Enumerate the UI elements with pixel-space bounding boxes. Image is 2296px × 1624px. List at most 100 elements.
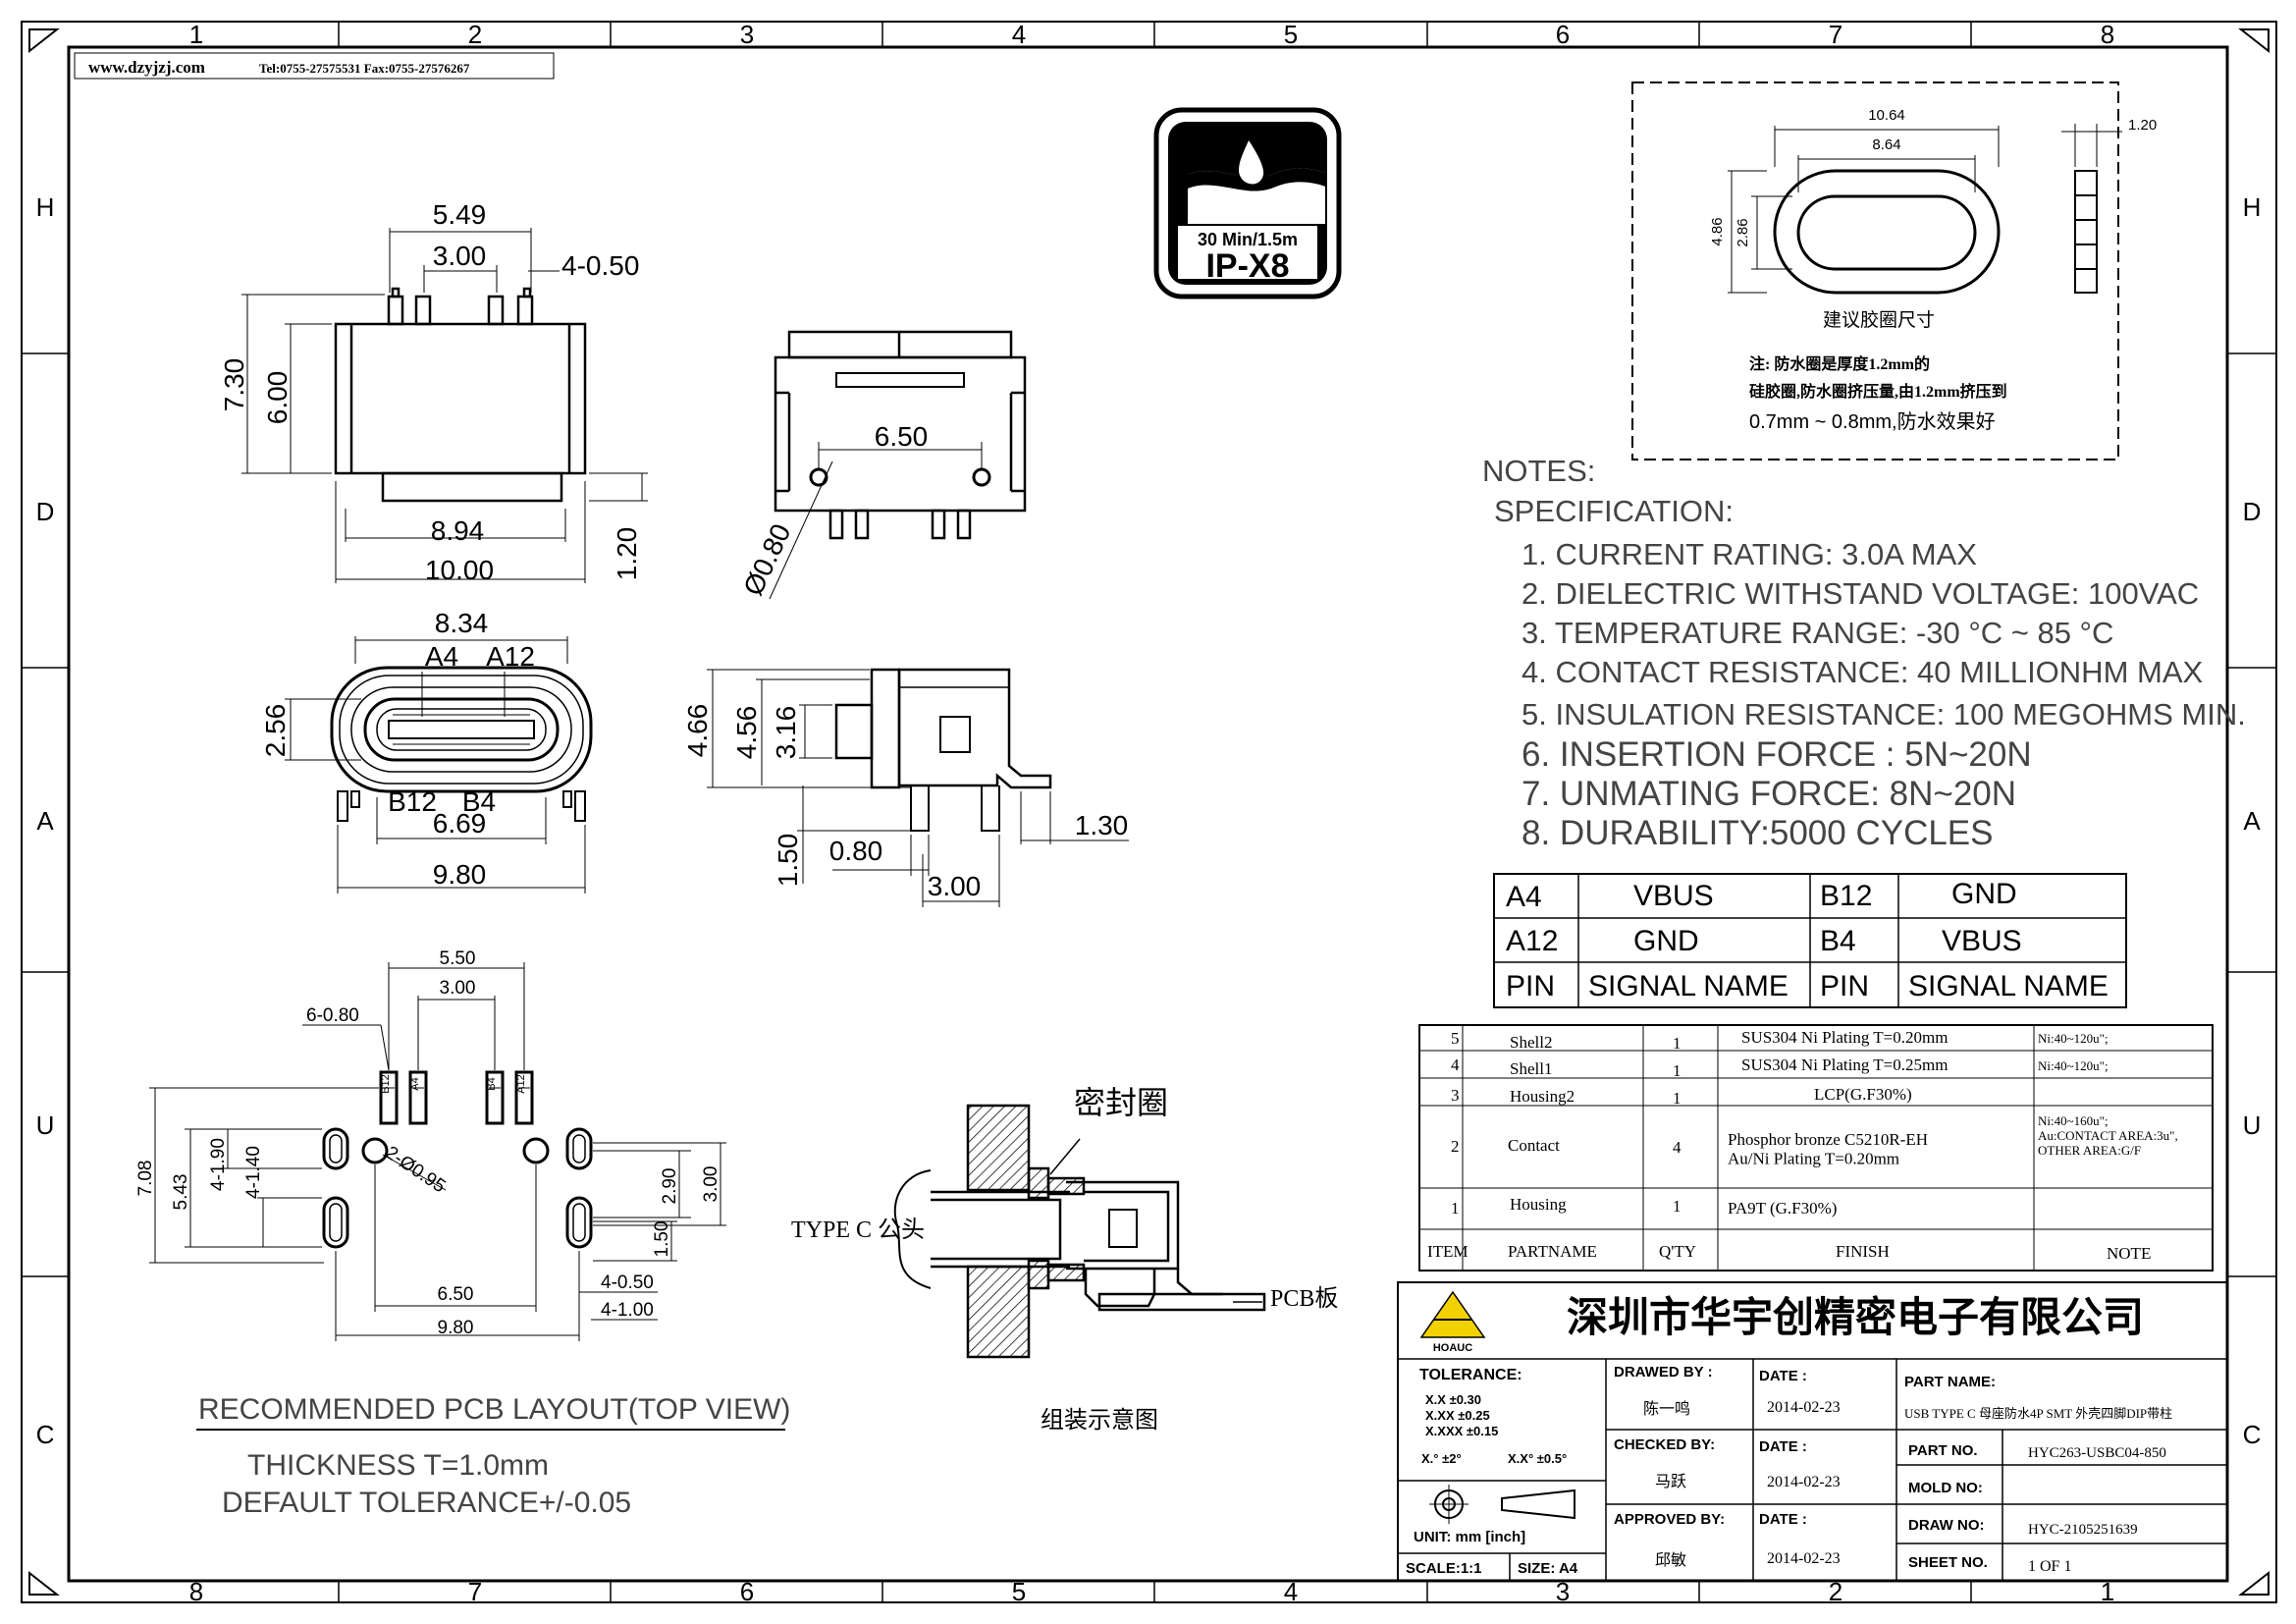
note-item: 4. CONTACT RESISTANCE: 40 MILLIONHM MAX (1522, 655, 2204, 689)
grid-number: 1 (2101, 1577, 2114, 1606)
header-box (74, 52, 555, 80)
grid-number: 8 (189, 1577, 203, 1606)
top-view (774, 330, 1027, 540)
date-label: DATE : (1759, 1368, 1807, 1384)
note-item: 7. UNMATING FORCE: 8N~20N (1522, 775, 2016, 813)
dim-label: 4-0.50 (601, 1272, 654, 1293)
seal-label: 密封圈 (1074, 1085, 1168, 1120)
gasket-dim: 1.20 (2128, 117, 2157, 134)
part-name: USB TYPE C 母座防水4P SMT 外壳四脚DIP带柱 (1904, 1406, 2172, 1421)
dim-label: 2.56 (260, 704, 291, 758)
dim-label: 5.43 (171, 1174, 191, 1211)
scale: SCALE:1:1 (1406, 1560, 1482, 1577)
bom-cell: 5 (1451, 1029, 1460, 1048)
pin-label: A4 (425, 641, 458, 672)
dim-label: 7.30 (219, 358, 249, 412)
tolerance-label: TOLERANCE: (1419, 1367, 1522, 1383)
pcb-tolerance: DEFAULT TOLERANCE+/-0.05 (222, 1487, 631, 1519)
pin-cell: SIGNAL NAME (1588, 970, 1789, 1002)
part-no-label: PART NO. (1908, 1442, 1978, 1459)
dim-label: 3.16 (771, 706, 801, 760)
dim-label: 4-1.40 (243, 1146, 264, 1199)
pin-cell: VBUS (1633, 880, 1714, 912)
bom-header: FINISH (1836, 1242, 1890, 1261)
grid-number: 1 (189, 20, 203, 49)
outer-frame (21, 21, 2277, 1603)
grid-number: 6 (740, 1577, 754, 1606)
dim-label: 6-0.80 (306, 1005, 359, 1026)
front-view-dims (241, 228, 648, 583)
note-item: 8. DURABILITY:5000 CYCLES (1522, 814, 1994, 852)
dim-label: 2.90 (660, 1168, 680, 1205)
pcb-thickness: THICKNESS T=1.0mm (247, 1449, 549, 1482)
gasket-caption: 建议胶圈尺寸 (1823, 309, 1935, 331)
bom-cell: Shell1 (1510, 1059, 1552, 1078)
pin-cell: GND (1951, 878, 2017, 910)
pin-label: B12 (380, 1074, 392, 1094)
notes-subtitle: SPECIFICATION: (1494, 494, 1734, 528)
note-item: 6. INSERTION FORCE : 5N~20N (1522, 735, 2032, 774)
grid-number: 4 (1012, 20, 1026, 49)
dim-label: 6.00 (262, 371, 293, 425)
grid-number: 5 (1284, 20, 1298, 49)
mold-no-label: MOLD NO: (1908, 1480, 1983, 1496)
dim-label: 4-0.50 (561, 250, 639, 281)
gasket-dim: 2.86 (1735, 218, 1751, 246)
pin-label: A4 (409, 1077, 421, 1090)
approved-by-label: APPROVED BY: (1614, 1511, 1725, 1528)
note-item: 5. INSULATION RESISTANCE: 100 MEGOHMS MI… (1522, 697, 2246, 731)
pin-label: A12 (515, 1074, 527, 1094)
tolerance-value: X.XX ±0.25 (1425, 1408, 1490, 1423)
dim-label: 2-Ø0.95 (382, 1143, 450, 1198)
part-name-label: PART NAME: (1904, 1374, 1996, 1390)
gasket-note: 0.7mm ~ 0.8mm,防水效果好 (1749, 410, 1996, 433)
bom-cell: Housing2 (1510, 1087, 1575, 1106)
bom-cell: 1 (1673, 1034, 1682, 1053)
grid-letter: U (36, 1110, 55, 1140)
date: 2014-02-23 (1767, 1399, 1841, 1416)
bom-cell: 1 (1673, 1061, 1682, 1080)
grid-letter: D (36, 497, 55, 526)
dim-label: 6.50 (438, 1284, 474, 1305)
dim-label: 9.80 (438, 1318, 474, 1338)
part-no: HYC263-USBC04-850 (2028, 1445, 2166, 1461)
bom-cell: 3 (1451, 1086, 1460, 1105)
dim-label: 1.30 (1075, 810, 1129, 840)
pcb-board-label: PCB板 (1270, 1285, 1338, 1312)
pin-cell: B12 (1820, 880, 1872, 912)
bom-cell: LCP(G.F30%) (1814, 1085, 1912, 1104)
drawn-by: 陈一鸣 (1643, 1400, 1690, 1418)
pin-cell: GND (1633, 925, 1699, 957)
grid-number: 5 (1012, 1577, 1026, 1606)
grid-letter: A (2243, 806, 2261, 836)
bom-cell: Shell2 (1510, 1033, 1552, 1052)
grid-number: 2 (1829, 1577, 1842, 1606)
grid-ticks (22, 22, 2276, 1602)
pin-cell: A12 (1506, 925, 1558, 957)
top-grid-numbers: 1 2 3 4 5 6 7 8 (189, 20, 2114, 49)
sheet: 1 OF 1 (2028, 1558, 2071, 1575)
grid-letter: U (2243, 1110, 2262, 1140)
note-item: 3. TEMPERATURE RANGE: -30 °C ~ 85 °C (1522, 616, 2113, 650)
dim-label: 0.80 (829, 836, 883, 866)
pin-label: A12 (486, 641, 535, 672)
draw-no-label: DRAW NO: (1908, 1517, 1985, 1534)
grid-number: 3 (1556, 1577, 1570, 1606)
front-view (334, 287, 587, 503)
pin-cell: PIN (1820, 970, 1869, 1002)
dim-label: 4-1.00 (601, 1300, 654, 1321)
tolerance-angle: X.° ±2° (1421, 1451, 1462, 1466)
tolerance-value: X.X ±0.30 (1425, 1392, 1481, 1407)
date: 2014-02-23 (1767, 1474, 1841, 1490)
side-view-dims (707, 669, 1129, 907)
gasket-recommendation: 10.64 8.64 1.20 4.86 2.86 建议胶圈尺寸 注: 防水圈是… (1631, 81, 2157, 460)
dim-label: 3.00 (928, 871, 982, 901)
dim-label: 5.50 (440, 948, 476, 969)
dim-label: 6.50 (875, 421, 929, 452)
ipx8-badge: 30 Min/1.5m IP-X8 (1153, 107, 1342, 299)
assembly-caption: 组装示意图 (1041, 1407, 1158, 1434)
bom-cell-multiline: Ni:40~160u";Au:CONTACT AREA:3u",OTHER AR… (2038, 1113, 2178, 1158)
gasket-dim: 8.64 (1872, 136, 1900, 153)
checked-by: 马跃 (1655, 1473, 1686, 1490)
